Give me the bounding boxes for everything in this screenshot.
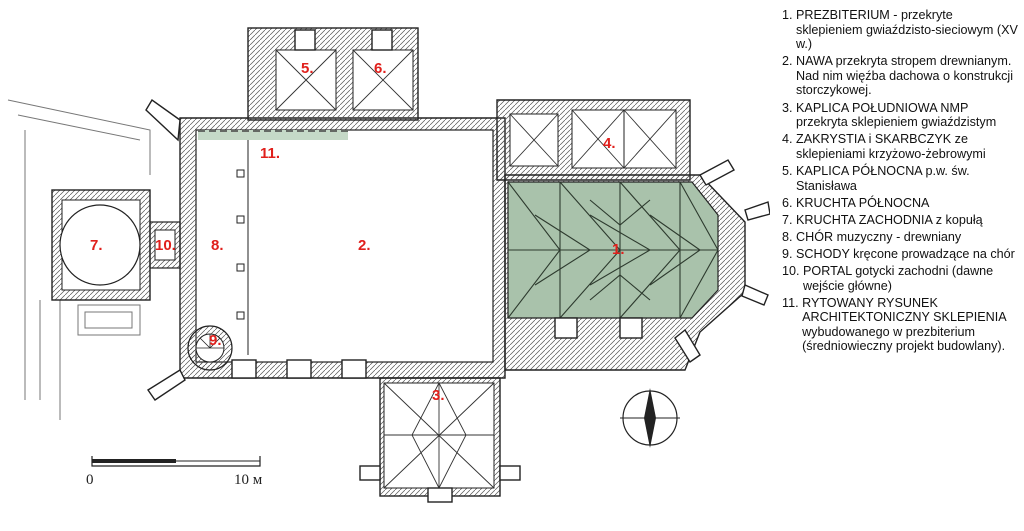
church-floor-plan: 1. 2. 3. 4. 5. 6. 7. 8. 9. 10. 11. 0 10 … (7, 27, 770, 503)
presbytery (504, 159, 770, 371)
legend-item-text: RYTOWANY RYSUNEK ARCHITEKTONICZNY SKLEPI… (802, 295, 1006, 354)
legend-item-text: PREZBITERIUM - przekryte sklepieniem gwi… (796, 8, 1018, 52)
legend-item-number: 2. (782, 54, 797, 69)
legend-list: 1. PREZBITERIUM - przekryte sklepieniem … (782, 8, 1022, 357)
legend-item-text: PORTAL gotycki zachodni (dawne wejście g… (803, 264, 994, 293)
label-sacristy-number: 4. (603, 135, 616, 152)
legend-item-number: 11. (782, 295, 803, 310)
legend-item-number: 8. (782, 229, 797, 244)
label-south-chapel-number: 3. (432, 387, 445, 404)
legend-item-number: 6. (782, 195, 797, 210)
legend-item: 11. RYTOWANY RYSUNEK ARCHITEKTONICZNY SK… (782, 296, 1022, 354)
legend-item-number: 5. (782, 163, 797, 178)
nave (145, 98, 506, 401)
legend-item-text: SCHODY kręcone prowadzące na chór (796, 246, 1015, 261)
legend-item: 7. KRUCHTA ZACHODNIA z kopułą (782, 213, 1022, 228)
label-choir-number: 8. (211, 237, 224, 254)
label-nave-number: 2. (358, 237, 371, 254)
legend-item-text: ZAKRYSTIA i SKARBCZYK ze sklepieniami kr… (796, 132, 986, 161)
label-north-chapel-number: 5. (301, 60, 314, 77)
legend-item-text: KAPLICA POŁUDNIOWA NMP przekryta sklepie… (796, 100, 997, 130)
legend-item-text: KRUCHTA ZACHODNIA z kopułą (796, 212, 983, 227)
scale-end-label: 10 м (234, 472, 263, 488)
legend-item: 10. PORTAL gotycki zachodni (dawne wejśc… (782, 264, 1022, 293)
label-presbytery-number: 1. (612, 241, 625, 258)
legend-item-number: 3. (782, 100, 797, 115)
sacristy (496, 99, 691, 181)
compass-icon (620, 388, 680, 448)
legend-item: 1. PREZBITERIUM - przekryte sklepieniem … (782, 8, 1022, 52)
legend-item-text: CHÓR muzyczny - drewniany (796, 229, 962, 244)
legend-item-text: NAWA przekryta stropem drewnianym. Nad n… (796, 54, 1014, 98)
legend-item-number: 10. (782, 264, 804, 278)
label-portal-number: 10. (155, 237, 176, 254)
legend-item-text: KAPLICA PÓŁNOCNA p.w. św. Stanisława (796, 163, 970, 193)
legend-item-number: 9. (782, 246, 797, 261)
legend-item-number: 7. (782, 212, 797, 227)
south-chapel (359, 377, 521, 503)
west-porch (51, 189, 181, 301)
ruin-outline (7, 99, 151, 420)
legend-item: 5. KAPLICA PÓŁNOCNA p.w. św. Stanisława (782, 164, 1022, 193)
scale-bar: 0 10 м (86, 456, 263, 488)
spiral-stair (187, 325, 233, 371)
legend-item: 3. KAPLICA POŁUDNIOWA NMP przekryta skle… (782, 101, 1022, 130)
legend-item-number: 1. (782, 8, 797, 22)
label-north-porch-number: 6. (374, 60, 387, 77)
legend-item: 4. ZAKRYSTIA i SKARBCZYK ze sklepieniami… (782, 132, 1022, 161)
label-stair-number: 9. (209, 332, 222, 349)
legend-item: 6. KRUCHTA PÓŁNOCNA (782, 196, 1022, 211)
north-chapel (247, 27, 419, 121)
scale-start-label: 0 (86, 472, 94, 488)
legend-item: 9. SCHODY kręcone prowadzące na chór (782, 247, 1022, 262)
legend-item-number: 4. (782, 132, 797, 147)
label-engraving-number: 11. (260, 145, 280, 162)
legend-item: 8. CHÓR muzyczny - drewniany (782, 230, 1022, 245)
legend-item-text: KRUCHTA PÓŁNOCNA (796, 195, 930, 210)
label-west-porch-number: 7. (90, 237, 103, 254)
legend-item: 2. NAWA przekryta stropem drewnianym. Na… (782, 54, 1022, 98)
